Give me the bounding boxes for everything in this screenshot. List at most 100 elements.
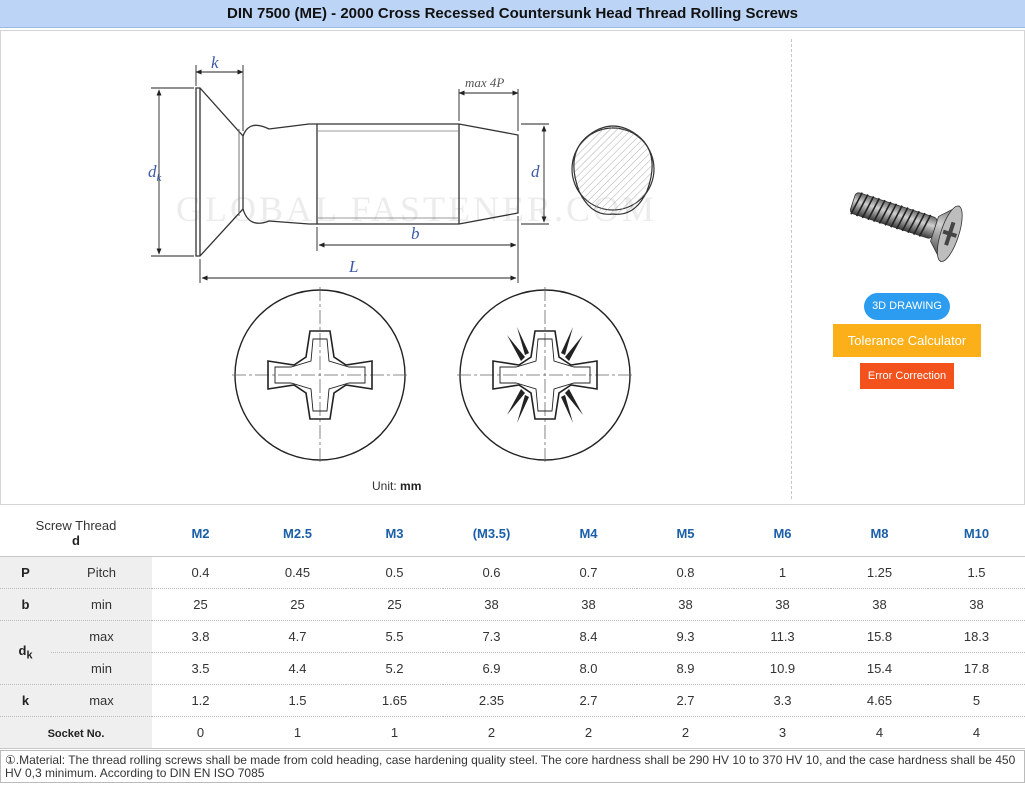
table-cell: 5.2 <box>346 652 443 685</box>
table-cell: 2.7 <box>637 684 734 717</box>
table-cell: 0 <box>152 716 249 749</box>
technical-drawing: GLOBAL FASTENER.COM <box>148 53 657 463</box>
unit-label: Unit: mm <box>372 479 422 493</box>
param-k: k <box>0 684 51 717</box>
table-cell: 6.9 <box>443 652 540 685</box>
table-cell: 7.3 <box>443 620 540 653</box>
table-cell: 1.5 <box>928 556 1025 589</box>
table-cell: 11.3 <box>734 620 831 653</box>
table-cell: 2.7 <box>540 684 637 717</box>
sub-max: max <box>51 684 152 717</box>
label-max-4p: max 4P <box>465 75 504 90</box>
table-cell: 8.4 <box>540 620 637 653</box>
table-cell: 0.8 <box>637 556 734 589</box>
table-cell: 5 <box>928 684 1025 717</box>
size-m6: M6 <box>734 511 831 557</box>
panel-divider <box>791 39 792 499</box>
cross-recess-view-h <box>232 287 408 463</box>
size-m8: M8 <box>831 511 928 557</box>
table-cell: 3.5 <box>152 652 249 685</box>
table-cell: 25 <box>346 588 443 621</box>
sub-min: min <box>51 652 152 685</box>
label-l: L <box>348 257 358 276</box>
table-cell: 38 <box>540 588 637 621</box>
param-b: b <box>0 588 51 621</box>
table-cell: 3.3 <box>734 684 831 717</box>
table-row-b: b min 25 25 25 38 38 38 38 38 38 <box>0 588 1025 621</box>
table-cell: 0.5 <box>346 556 443 589</box>
table-row-pitch: P Pitch 0.4 0.45 0.5 0.6 0.7 0.8 1 1.25 … <box>0 556 1025 589</box>
table-cell: 4.7 <box>249 620 346 653</box>
table-cell: 18.3 <box>928 620 1025 653</box>
table-cell: 38 <box>734 588 831 621</box>
table-cell: 4 <box>928 716 1025 749</box>
screw-photo <box>850 192 963 263</box>
table-cell: 8.9 <box>637 652 734 685</box>
table-cell: 25 <box>249 588 346 621</box>
table-cell: 38 <box>928 588 1025 621</box>
table-cell: 4.65 <box>831 684 928 717</box>
watermark: GLOBAL FASTENER.COM <box>176 189 657 229</box>
material-note: ①.Material: The thread rolling screws sh… <box>0 750 1025 783</box>
size-m2-5: M2.5 <box>249 511 346 557</box>
error-correction-button[interactable]: Error Correction <box>860 363 954 389</box>
table-row-dk-max: dk max 3.8 4.7 5.5 7.3 8.4 9.3 11.3 15.8… <box>0 620 1025 685</box>
size-m2: M2 <box>152 511 249 557</box>
param-dk: dk <box>0 620 51 685</box>
table-cell: 4.4 <box>249 652 346 685</box>
table-cell: 2 <box>637 716 734 749</box>
table-cell: 38 <box>443 588 540 621</box>
sub-min: min <box>51 588 152 621</box>
cross-recess-view-z <box>457 287 633 463</box>
page-title: DIN 7500 (ME) - 2000 Cross Recessed Coun… <box>0 0 1025 28</box>
table-cell: 38 <box>637 588 734 621</box>
table-cell: 15.4 <box>831 652 928 685</box>
sub-pitch: Pitch <box>51 556 152 589</box>
size-m5: M5 <box>637 511 734 557</box>
table-cell: 0.4 <box>152 556 249 589</box>
table-cell: 5.5 <box>346 620 443 653</box>
table-cell: 8.0 <box>540 652 637 685</box>
param-socket-no: Socket No. <box>0 716 152 749</box>
table-cell: 2 <box>540 716 637 749</box>
table-cell: 1.25 <box>831 556 928 589</box>
table-cell: 1 <box>249 716 346 749</box>
table-cell: 10.9 <box>734 652 831 685</box>
thread-cross-section <box>571 125 655 215</box>
table-cell: 2.35 <box>443 684 540 717</box>
sub-max: max <box>51 620 152 653</box>
table-cell: 1.5 <box>249 684 346 717</box>
table-row-dk-min: min 3.5 4.4 5.2 6.9 8.0 8.9 10.9 15.4 17… <box>0 652 1025 685</box>
table-cell: 3 <box>734 716 831 749</box>
drawing-panel: GLOBAL FASTENER.COM <box>0 30 1025 505</box>
dimension-labels: k max 4P dk d b L <box>148 53 540 276</box>
table-cell: 2 <box>443 716 540 749</box>
table-cell: 1 <box>346 716 443 749</box>
dimension-lines <box>151 65 549 283</box>
table-row-socket: Socket No. 0 1 1 2 2 2 3 4 4 <box>0 716 1025 749</box>
table-cell: 4 <box>831 716 928 749</box>
size-m10: M10 <box>928 511 1025 557</box>
3d-drawing-button[interactable]: 3D DRAWING <box>864 293 950 320</box>
table-cell: 0.7 <box>540 556 637 589</box>
tolerance-calculator-button[interactable]: Tolerance Calculator <box>833 324 981 357</box>
table-cell: 3.8 <box>152 620 249 653</box>
size-m3-5: (M3.5) <box>443 511 540 557</box>
table-cell: 15.8 <box>831 620 928 653</box>
size-m3: M3 <box>346 511 443 557</box>
label-d: d <box>531 162 540 181</box>
table-cell: 17.8 <box>928 652 1025 685</box>
label-dk: dk <box>148 162 163 184</box>
table-row-k: k max 1.2 1.5 1.65 2.35 2.7 2.7 3.3 4.65… <box>0 684 1025 717</box>
table-cell: 9.3 <box>637 620 734 653</box>
table-cell: 0.6 <box>443 556 540 589</box>
table-cell: 1 <box>734 556 831 589</box>
label-k: k <box>211 53 219 72</box>
table-cell: 1.65 <box>346 684 443 717</box>
table-cell: 25 <box>152 588 249 621</box>
screw-side-view <box>195 87 519 257</box>
param-p: P <box>0 556 51 589</box>
